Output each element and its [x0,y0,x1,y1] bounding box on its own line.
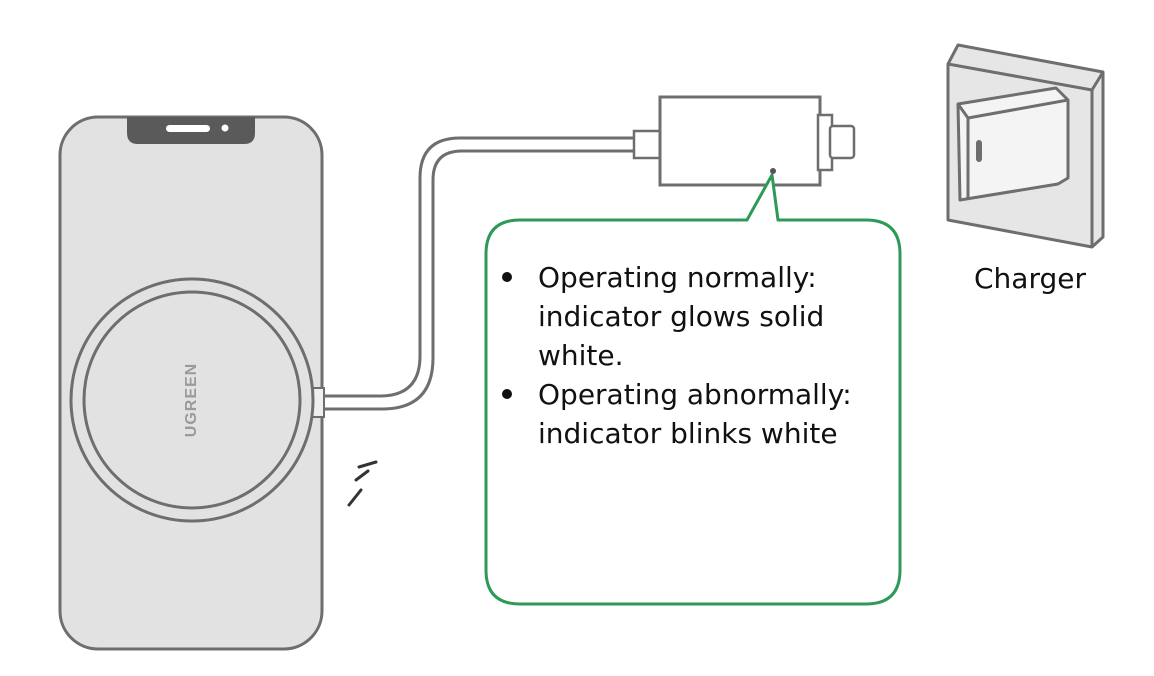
callout-box [484,173,902,606]
wall-charger-icon [946,43,1105,249]
charger-label: Charger [974,262,1086,295]
status-item-abnormal: Operating abnormally: indicator blinks w… [496,375,876,453]
status-list: Operating normally: indicator glows soli… [496,258,876,453]
vibration-marks-icon [347,460,378,507]
usb-c-connector-icon [632,95,856,187]
brand-logo: UGREEN [183,363,200,437]
wireless-charger-pad-icon: UGREEN [69,277,325,523]
status-item-normal: Operating normally: indicator glows soli… [496,258,876,375]
charging-cable [322,136,636,411]
indicator-light [770,168,776,174]
